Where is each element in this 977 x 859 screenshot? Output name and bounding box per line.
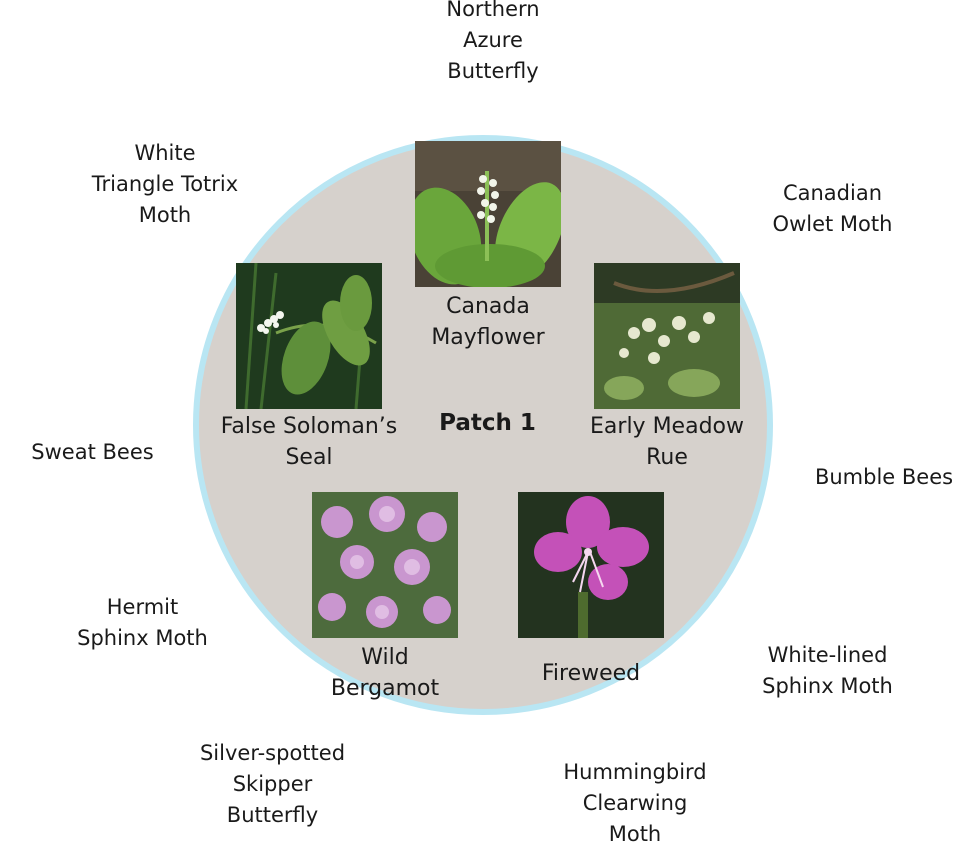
insect-hummingbird-clearwing-moth: Hummingbird Clearwing Moth <box>545 757 725 850</box>
insect-line: Canadian <box>745 178 920 209</box>
insect-line: Hummingbird <box>545 757 725 788</box>
early-meadow-rue-photo <box>594 263 740 409</box>
plant-early-meadow-rue[interactable] <box>594 263 740 409</box>
plant-false-solomons-seal[interactable] <box>236 263 382 409</box>
fireweed-photo <box>518 492 664 638</box>
insect-white-lined-sphinx-moth: White-lined Sphinx Moth <box>735 640 920 702</box>
insect-line: Butterfly <box>170 800 375 831</box>
label-line: Fireweed <box>518 658 664 689</box>
label-line: Wild <box>310 642 460 673</box>
insect-line: Skipper <box>170 769 375 800</box>
insect-northern-azure-butterfly: Northern Azure Butterfly <box>423 0 563 87</box>
fireweed-label: Fireweed <box>518 658 664 689</box>
insect-line: Hermit <box>55 592 230 623</box>
insect-canadian-owlet-moth: Canadian Owlet Moth <box>745 178 920 240</box>
insect-line: Azure <box>423 25 563 56</box>
insect-line: Moth <box>70 200 260 231</box>
canada-mayflower-photo <box>415 141 561 287</box>
label-line: Rue <box>567 442 767 473</box>
wild-bergamot-photo <box>312 492 458 638</box>
false-solomons-seal-label: False Soloman’s Seal <box>200 411 418 473</box>
insect-line: Silver-spotted <box>170 738 375 769</box>
label-line: False Soloman’s <box>200 411 418 442</box>
insect-line: Triangle Totrix <box>70 169 260 200</box>
insect-silver-spotted-skipper-butterfly: Silver-spotted Skipper Butterfly <box>170 738 375 831</box>
insect-line: Northern <box>423 0 563 25</box>
canada-mayflower-label: Canada Mayflower <box>410 291 566 353</box>
insect-line: White <box>70 138 260 169</box>
plant-canada-mayflower[interactable] <box>415 141 561 287</box>
insect-line: Sweat Bees <box>10 437 175 468</box>
false-solomons-seal-photo <box>236 263 382 409</box>
patch-title: Patch 1 <box>420 410 555 436</box>
insect-line: Owlet Moth <box>745 209 920 240</box>
wild-bergamot-label: Wild Bergamot <box>310 642 460 704</box>
early-meadow-rue-label: Early Meadow Rue <box>567 411 767 473</box>
label-line: Early Meadow <box>567 411 767 442</box>
insect-sweat-bees: Sweat Bees <box>10 437 175 468</box>
insect-line: White-lined <box>735 640 920 671</box>
insect-bumble-bees: Bumble Bees <box>795 462 973 493</box>
insect-line: Sphinx Moth <box>55 623 230 654</box>
insect-line: Sphinx Moth <box>735 671 920 702</box>
insect-line: Moth <box>545 819 725 850</box>
insect-line: Clearwing <box>545 788 725 819</box>
label-line: Bergamot <box>310 673 460 704</box>
plant-fireweed[interactable] <box>518 492 664 638</box>
label-line: Mayflower <box>410 322 566 353</box>
insect-white-triangle-totrix-moth: White Triangle Totrix Moth <box>70 138 260 231</box>
plant-wild-bergamot[interactable] <box>312 492 458 638</box>
insect-line: Bumble Bees <box>795 462 973 493</box>
insect-line: Butterfly <box>423 56 563 87</box>
insect-hermit-sphinx-moth: Hermit Sphinx Moth <box>55 592 230 654</box>
label-line: Canada <box>410 291 566 322</box>
label-line: Seal <box>200 442 418 473</box>
